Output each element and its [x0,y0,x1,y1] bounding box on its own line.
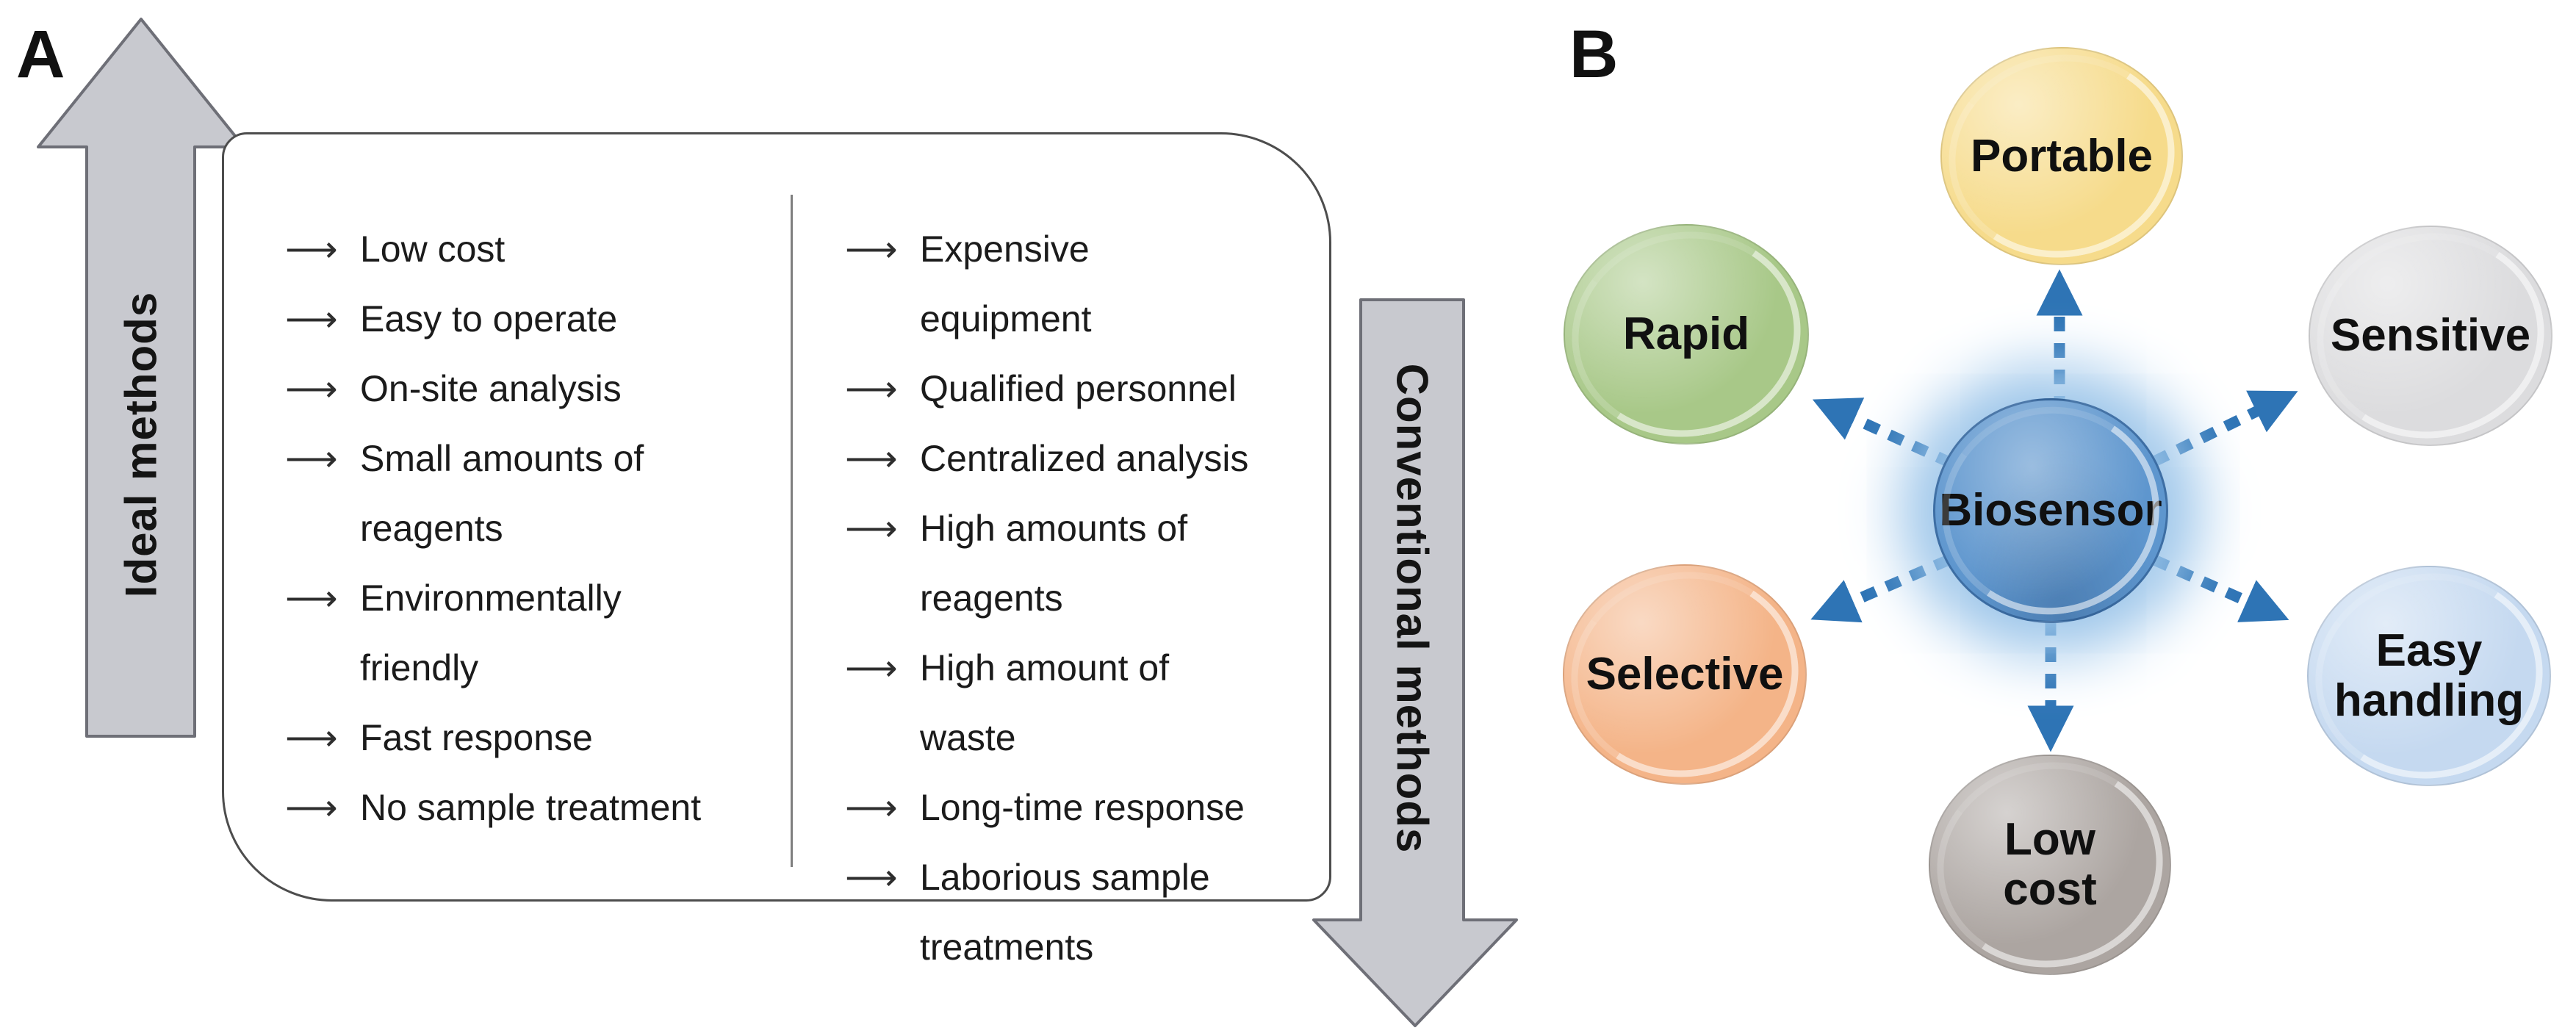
arrow-to-easy-handling [2151,555,2289,622]
list-item: ⟶ Long-time response [845,773,1267,843]
arrow-bullet-icon: ⟶ [845,787,898,828]
list-item-text: Expensive equipment [920,229,1092,339]
arrow-bullet-icon: ⟶ [845,229,898,270]
bubble-easy-handling: Easy handling [2260,566,2551,807]
list-item: ⟶ Expensive equipment [845,215,1267,354]
panel-a-label: A [16,17,65,92]
list-item: ⟶ Qualified personnel [845,354,1267,424]
bubble-label: Sensitive [2330,310,2531,361]
list-item: ⟶ Centralized analysis [845,424,1267,494]
panel-b-label: B [1569,17,1619,92]
list-item: ⟶ Low cost [285,215,708,284]
arrow-bullet-icon: ⟶ [845,508,898,549]
list-item-text: Small amounts of reagents [360,438,644,549]
bubble-label: Low cost [2003,814,2097,915]
bubble-label: Rapid [1622,309,1750,359]
arrow-bullet-icon: ⟶ [285,578,338,619]
bubble-label: Easy handling [2334,625,2525,726]
conventional-methods-list: ⟶ Expensive equipment ⟶ Qualified personne… [845,215,1267,982]
arrow-to-rapid [1812,398,1954,468]
column-divider [791,195,793,867]
arrow-bullet-icon: ⟶ [285,717,338,758]
arrow-to-selective [1810,555,1951,623]
biosensor-label: Biosensor [1939,485,2162,536]
arrow-bullet-icon: ⟶ [285,368,338,409]
arrow-bullet-icon: ⟶ [845,647,898,688]
arrow-bullet-icon: ⟶ [845,438,898,479]
ideal-methods-list: ⟶ Low cost ⟶ Easy to operate ⟶ On-site anal… [285,215,708,843]
arrow-bullet-icon: ⟶ [285,787,338,828]
list-item: ⟶ Easy to operate [285,284,708,354]
list-item-text: Centralized analysis [920,438,1249,479]
list-item: ⟶ On-site analysis [285,354,708,424]
arrow-bullet-icon: ⟶ [845,857,898,898]
bubble-low-cost: Low cost [1882,755,2171,996]
bubble-label: Portable [1970,130,2154,181]
list-item-text: Qualified personnel [920,368,1237,409]
arrow-bullet-icon: ⟶ [285,229,338,270]
conventional-methods-arrow-shape [1312,298,1518,1027]
biosensor-bubble: Biosensor [1889,398,2168,643]
list-item: ⟶ Environmentally friendly [285,564,708,703]
bubble-label: Selective [1586,649,1784,699]
arrow-bullet-icon: ⟶ [285,298,338,339]
list-item: ⟶ High amounts of reagents [845,494,1267,633]
list-item: ⟶ Fast response [285,703,708,773]
arrow-bullet-icon: ⟶ [845,368,898,409]
list-item: ⟶ High amount of waste [845,633,1267,773]
list-item-text: On-site analysis [360,368,622,409]
list-item-text: High amount of waste [920,647,1170,758]
bubble-selective: Selective [1516,564,1807,805]
ideal-methods-label: Ideal methods [116,291,166,598]
list-item-text: No sample treatment [360,787,702,828]
list-item: ⟶ Small amounts of reagents [285,424,708,564]
conventional-methods-label: Conventional methods [1387,363,1437,854]
list-item-text: Low cost [360,229,506,270]
comparison-box [222,132,1331,902]
bubble-rapid: Rapid [1517,224,1809,465]
arrow-bullet-icon: ⟶ [285,438,338,479]
list-item-text: Environmentally friendly [360,578,622,688]
list-item-text: Laborious sample treatments [920,857,1210,968]
arrow-to-sensitive [2151,390,2298,467]
list-item: ⟶ Laborious sample treatments [845,843,1267,982]
list-item: ⟶ No sample treatment [285,773,708,843]
conventional-methods-arrow [1312,298,1518,1027]
bubble-sensitive: Sensitive [2262,226,2552,467]
bubble-portable: Portable [1893,47,2183,286]
list-item-text: Long-time response [920,787,1245,828]
list-item-text: High amounts of reagents [920,508,1188,619]
list-item-text: Fast response [360,717,593,758]
list-item-text: Easy to operate [360,298,618,339]
